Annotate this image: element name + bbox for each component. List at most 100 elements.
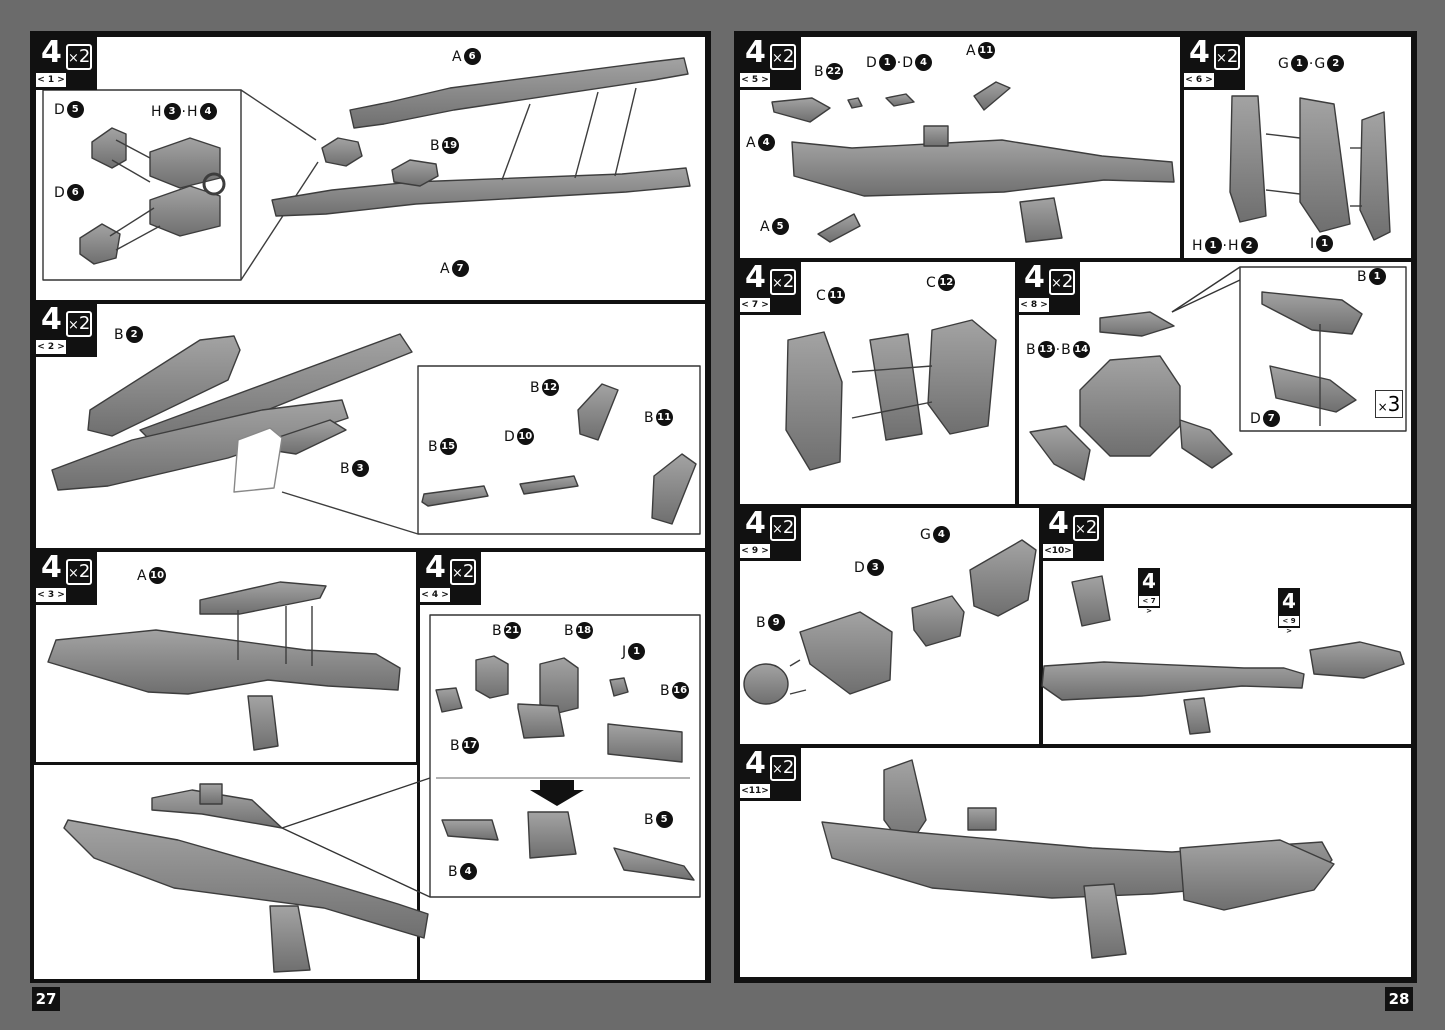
panel11-drawing <box>821 759 1335 959</box>
part-b13b14 <box>1079 355 1181 457</box>
panel6-drawing <box>1229 95 1391 241</box>
part-b1-p8 <box>1261 291 1363 335</box>
part-b21 <box>475 655 509 699</box>
multiplier-box: ×2 <box>450 559 476 585</box>
part-rifle-bl <box>63 819 429 939</box>
part-grip3 <box>247 695 279 751</box>
multiplier-box: ×2 <box>770 269 796 295</box>
panel5-drawing <box>771 81 1175 243</box>
part-a4-p5 <box>771 97 831 123</box>
part-b5 <box>613 847 695 881</box>
page-number-right: 28 <box>1385 987 1413 1011</box>
part-a6 <box>349 57 689 129</box>
part-b15 <box>421 485 489 507</box>
part-g1g2 <box>1299 97 1351 233</box>
step-badge-5: 4 ×2 < 5 > <box>737 34 801 90</box>
part-a10 <box>199 581 327 615</box>
part-body <box>51 399 349 491</box>
step-badge-8: 4 ×2 < 8 > <box>1016 259 1080 315</box>
part-grip <box>233 427 283 493</box>
part-b16 <box>607 723 683 763</box>
down-arrow <box>530 780 584 806</box>
part-rifle5 <box>791 139 1175 197</box>
part-d1 <box>885 93 915 107</box>
step-badge-3: 4 ×2 < 3 > <box>33 549 97 605</box>
panel4-drawing <box>429 614 701 898</box>
part-knob8 <box>1179 419 1233 469</box>
multiplier-box: ×2 <box>1073 515 1099 541</box>
part-b19 <box>391 159 439 187</box>
part-mag10 <box>1071 575 1111 627</box>
part-a7 <box>271 167 691 217</box>
multiplier-box: ×2 <box>1214 44 1240 70</box>
part-a5-p5 <box>817 213 861 243</box>
part-tip10 <box>1309 641 1405 679</box>
multiplier-box: ×2 <box>770 755 796 781</box>
part-j1 <box>609 677 629 697</box>
multiplier-box: ×2 <box>66 559 92 585</box>
part-b4 <box>441 819 499 841</box>
part-g4 <box>969 539 1037 617</box>
part-grip-bl <box>269 905 311 973</box>
multiplier-box: ×2 <box>770 515 796 541</box>
part-a11 <box>973 81 1011 111</box>
step-badge-9: 4 ×2 < 9 > <box>737 505 801 561</box>
page-number-left: 27 <box>32 987 60 1011</box>
part-grip11 <box>1083 883 1127 959</box>
part-b9 <box>743 663 789 705</box>
panel10-drawing <box>1041 575 1405 735</box>
part-b11 <box>651 453 697 525</box>
step-badge-6: 4 ×2 < 6 > <box>1181 34 1245 90</box>
part-b22 <box>847 97 863 109</box>
part-d5 <box>91 127 127 169</box>
part-tip11 <box>1179 839 1335 911</box>
part-barrel9 <box>799 611 893 695</box>
part-top8 <box>1099 311 1175 337</box>
part-d7-p8 <box>1269 365 1357 413</box>
multiplier-box: ×2 <box>770 44 796 70</box>
part-ring <box>202 172 226 196</box>
panel8-drawing <box>1029 266 1407 481</box>
part-guard8 <box>1029 425 1091 481</box>
part-c11 <box>785 331 843 471</box>
part-i1 <box>1359 111 1391 241</box>
panel-bottom-left-drawing <box>63 777 431 973</box>
part-h4 <box>149 185 221 237</box>
panel3-drawing <box>47 581 401 751</box>
panel9-drawing <box>743 539 1037 705</box>
quantity-mark: ×3 <box>1375 390 1403 418</box>
part-sub4 <box>527 811 577 859</box>
part-h3 <box>149 137 221 189</box>
step-badge-10: 4 ×2 <10> <box>1040 505 1104 561</box>
